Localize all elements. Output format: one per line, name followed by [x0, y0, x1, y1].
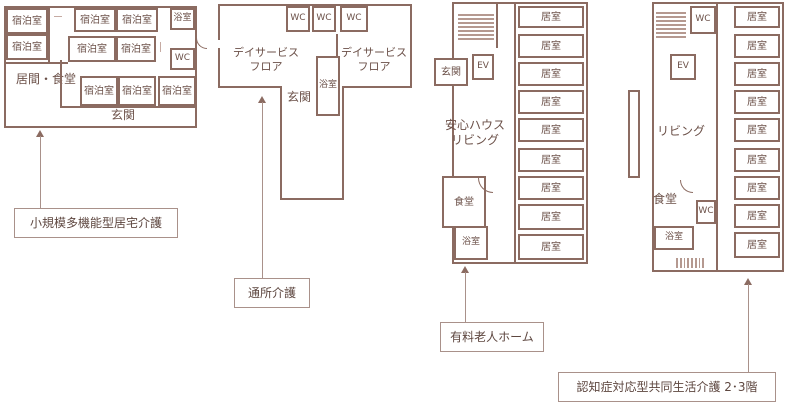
plan3-room-entrance: 玄関: [434, 58, 468, 86]
plan2-wall: [342, 86, 344, 200]
plan1-wall-inner: [48, 8, 50, 62]
plan3-room-living: 安心ハウス リビング: [444, 118, 505, 147]
plan1-wall-inner: [60, 106, 196, 108]
plan3-room-res-6: 居室: [518, 176, 584, 200]
plan4-room-res-3: 居室: [734, 90, 780, 114]
plan4-window: [628, 90, 640, 178]
plan2-wall: [280, 86, 282, 200]
plan3-room-res-7: 居室: [518, 204, 584, 230]
plan1-room-r6: 宿泊室: [116, 36, 156, 62]
plan3-stairs: [458, 14, 494, 44]
plan1-pointer-arrow: [36, 130, 44, 137]
plan2-room-entrance: 玄関: [286, 90, 311, 104]
plan1-room-living: 居間・食堂: [15, 72, 76, 86]
plan2-room-wc3: WC: [340, 6, 368, 32]
plan4-room-res-6: 居室: [734, 176, 780, 200]
plan4-room-res-4: 居室: [734, 118, 780, 142]
plan1-leader-line: [40, 136, 41, 208]
plan2-wall: [280, 198, 344, 200]
plan3-wall: [496, 2, 498, 48]
plan1-caption: 小規模多機能型居宅介護: [14, 208, 178, 238]
plan4-stairs: [656, 12, 686, 40]
plan4-room-dining: 食堂: [652, 192, 677, 206]
plan3-outline: [452, 2, 588, 264]
plan2-wall: [336, 34, 338, 56]
plan2-wall: [342, 86, 412, 88]
plan4-leader-line: [748, 284, 749, 372]
plan1-outline: [4, 6, 197, 128]
plan2-wall: [218, 86, 282, 88]
plan3-room-res-3: 居室: [518, 90, 584, 114]
plan4-wall: [716, 2, 718, 270]
plan1-room-r4: 宿泊室: [6, 34, 48, 60]
plan1-room-r3: 宿泊室: [116, 8, 158, 32]
plan4-room-res-5: 居室: [734, 148, 780, 172]
plan1-wall-inner: [60, 60, 62, 108]
plan2-wall: [410, 4, 412, 88]
plan1-door-mark: [54, 16, 62, 17]
plan2-wall: [218, 4, 412, 6]
plan1-room-wc: WC: [170, 48, 195, 70]
plan2-room-wc2: WC: [312, 6, 336, 32]
plan1-room-r2: 宿泊室: [74, 8, 116, 32]
plan1-room-r5: 宿泊室: [68, 36, 116, 62]
plan1-door-mark: [160, 42, 161, 52]
plan2-room-floor-left: デイサービス フロア: [233, 46, 299, 73]
plan4-stairs-bottom: [676, 258, 706, 268]
plan2-room-bath: 浴室: [316, 56, 340, 116]
plan4-room-bath: 浴室: [654, 226, 694, 250]
plan1-room-r9: 宿泊室: [158, 76, 196, 106]
plan3-caption: 有料老人ホーム: [440, 322, 544, 352]
plan2-room-wc1: WC: [286, 6, 310, 32]
plan1-room-r8: 宿泊室: [118, 76, 156, 106]
plan1-room-r1: 宿泊室: [6, 8, 48, 34]
plan4-room-wc-mid: WC: [696, 200, 716, 224]
plan1-room-bath: 浴室: [170, 8, 195, 30]
plan2-pointer-arrow: [258, 96, 266, 103]
plan2-leader-line: [262, 102, 263, 278]
plan1-wall-inner: [6, 62, 68, 64]
plan1-room-r7: 宿泊室: [80, 76, 118, 106]
plan3-room-res-1: 居室: [518, 34, 584, 58]
plan2-door-swing: [196, 38, 207, 49]
plan4-room-wc-top: WC: [690, 6, 716, 34]
plan4-room-res-2: 居室: [734, 62, 780, 86]
plan4-outline: [652, 2, 784, 272]
plan3-room-res-0: 居室: [518, 6, 584, 28]
plan3-room-res-5: 居室: [518, 148, 584, 172]
plan4-room-res-8: 居室: [734, 232, 780, 258]
plan3-room-res-4: 居室: [518, 118, 584, 142]
plan4-room-ev: EV: [670, 54, 696, 80]
plan4-pointer-arrow: [744, 278, 752, 285]
plan3-room-ev: EV: [472, 54, 494, 80]
plan3-room-bath: 浴室: [454, 226, 488, 260]
plan2-wall: [218, 48, 220, 88]
plan2-room-floor-right: デイサービス フロア: [341, 46, 407, 73]
plan4-caption: 認知症対応型共同生活介護 2･3階: [558, 372, 776, 402]
plan3-leader-line: [465, 272, 466, 322]
plan4-room-res-7: 居室: [734, 204, 780, 228]
plan3-wall: [514, 2, 516, 262]
plan2-caption: 通所介護: [234, 278, 310, 308]
plan3-pointer-arrow: [461, 266, 469, 273]
plan1-room-entrance: 玄関: [110, 108, 135, 122]
plan3-room-res-8: 居室: [518, 234, 584, 260]
plan2-wall: [218, 4, 220, 40]
plan4-room-res-1: 居室: [734, 34, 780, 58]
plan3-room-res-2: 居室: [518, 62, 584, 86]
plan4-room-res-0: 居室: [734, 6, 780, 28]
plan4-room-living: リビング: [656, 124, 705, 138]
